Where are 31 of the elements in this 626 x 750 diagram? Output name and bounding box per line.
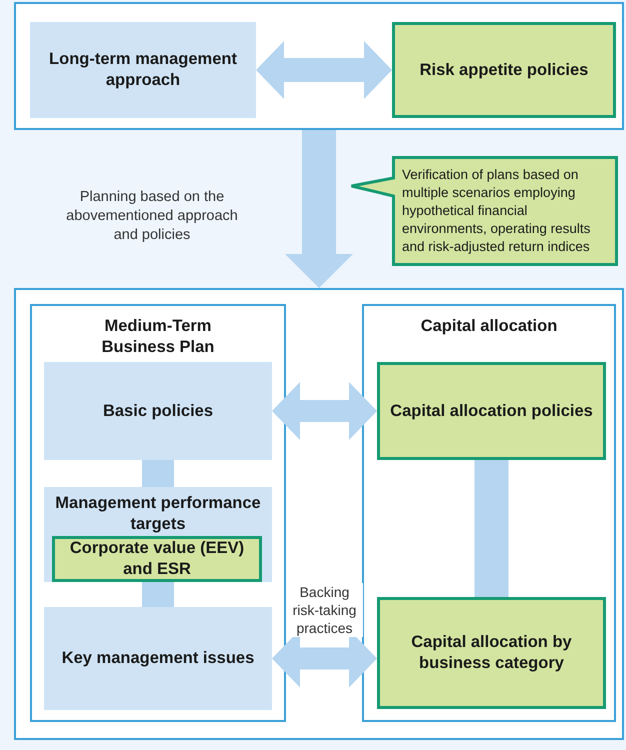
box-label: Key management issues <box>62 648 254 669</box>
process-box <box>392 22 616 118</box>
box-label: Risk appetite policies <box>420 60 588 80</box>
box-label: Corporate value (EEV) and ESR <box>68 538 246 580</box>
panel-title: Medium-Term Business Plan <box>100 316 216 358</box>
annotation-text: Planning based on the abovementioned approach and policies <box>65 188 239 245</box>
process-box <box>377 597 606 709</box>
box-label: Long-term management approach <box>48 49 238 91</box>
panel <box>14 288 624 740</box>
process-box <box>44 487 272 582</box>
callout-box <box>350 156 618 266</box>
box-label: Capital allocation policies <box>390 400 593 422</box>
double-arrow <box>256 41 392 99</box>
process-box <box>44 607 272 710</box>
arrow <box>285 130 353 288</box>
panel-title: Capital allocation <box>420 316 558 337</box>
process-box <box>52 536 262 582</box>
callout-text: Verification of plans based on multiple scenarios employing hypothetical financial environments, operating results and risk-adjusted return indices <box>402 166 592 256</box>
connector-bar <box>474 460 508 597</box>
box-label: Basic policies <box>102 400 214 422</box>
panel <box>14 2 624 130</box>
double-arrow <box>272 382 377 440</box>
connector-bar <box>142 460 174 487</box>
group-panel <box>30 304 286 722</box>
process-box <box>30 22 256 118</box>
connector-bar <box>142 582 174 607</box>
box-label: Management performance targets <box>54 493 262 535</box>
process-box <box>44 362 272 460</box>
group-panel <box>362 304 616 722</box>
process-box <box>377 362 606 460</box>
box-label: Capital allocation by business category <box>410 632 573 674</box>
